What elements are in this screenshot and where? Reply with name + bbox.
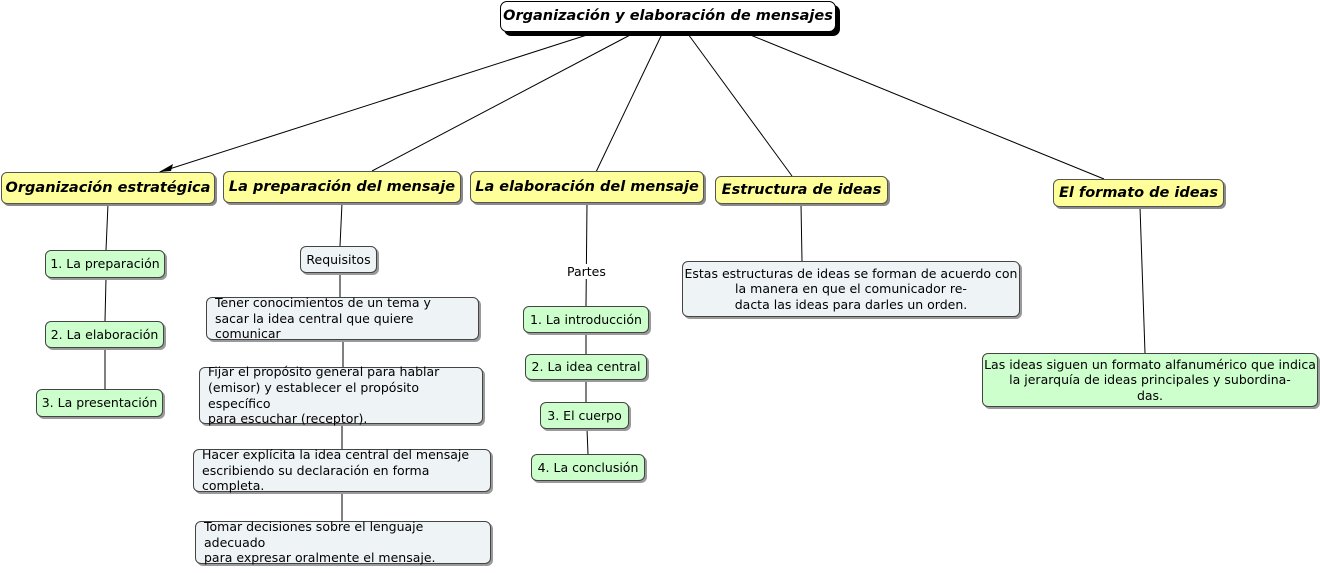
parte-idea-central[interactable]: 2. La idea central xyxy=(525,354,647,380)
parte-cuerpo[interactable]: 3. El cuerpo xyxy=(540,402,629,429)
link-org-2 xyxy=(104,277,107,322)
link-root-estructura xyxy=(687,33,793,177)
requisito-item[interactable]: Tener conocimientos de un tema y sacar l… xyxy=(206,295,479,341)
topic-estructura-ideas[interactable]: Estructura de ideas xyxy=(715,176,888,204)
topic-organizacion-estrategica[interactable]: Organización estratégica xyxy=(1,172,215,204)
requisito-item[interactable]: Hacer explícita la idea central del mens… xyxy=(193,447,491,493)
parte-conclusion[interactable]: 4. La conclusión xyxy=(531,454,645,481)
requisitos-node[interactable]: Requisitos xyxy=(300,246,377,273)
org-item-preparacion[interactable]: 1. La preparación xyxy=(45,250,165,278)
link-formato-text xyxy=(1139,206,1146,354)
link-root-preparacion xyxy=(371,33,633,172)
topic-formato-ideas[interactable]: El formato de ideas xyxy=(1053,179,1224,207)
topic-preparacion-mensaje[interactable]: La preparación del mensaje xyxy=(223,171,461,203)
requisito-item[interactable]: Fijar el propósito general para hablar (… xyxy=(199,364,483,426)
estructura-description[interactable]: Estas estructuras de ideas se forman de … xyxy=(682,261,1020,317)
link-partes-4 xyxy=(586,428,589,455)
org-item-elaboracion[interactable]: 2. La elaboración xyxy=(45,321,164,348)
link-elab-partes xyxy=(585,202,588,307)
formato-description[interactable]: Las ideas siguen un formato alfanumérico… xyxy=(982,353,1318,407)
partes-label: Partes xyxy=(565,264,608,279)
root-node[interactable]: Organización y elaboración de mensajes xyxy=(500,1,836,32)
link-root-elaboracion xyxy=(595,33,663,173)
org-item-presentacion[interactable]: 3. La presentación xyxy=(36,389,163,417)
link-estructura-text xyxy=(800,203,803,262)
link-prep-requisitos xyxy=(339,202,343,247)
requisito-item[interactable]: Tomar decisiones sobre el lenguaje adecu… xyxy=(195,519,491,565)
link-root-organizacion xyxy=(159,33,591,173)
arrowhead xyxy=(159,164,173,172)
link-root-formato xyxy=(747,33,1105,180)
topic-elaboracion-mensaje[interactable]: La elaboración del mensaje xyxy=(470,171,704,203)
link-org-1 xyxy=(105,203,109,251)
parte-introduccion[interactable]: 1. La introducción xyxy=(523,306,649,333)
